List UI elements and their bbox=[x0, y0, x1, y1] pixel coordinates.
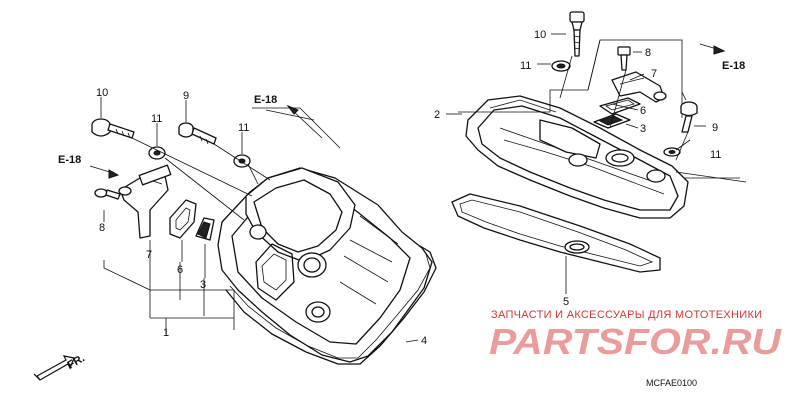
watermark-brand: PARTSFOR.RU bbox=[489, 321, 782, 362]
cylinder-head-cover-right bbox=[465, 95, 689, 219]
arrow-icon bbox=[286, 104, 323, 139]
breather-pipe-left bbox=[118, 164, 172, 239]
breather-pipe-right bbox=[611, 71, 667, 103]
label-part-7-left: 7 bbox=[146, 249, 152, 261]
label-part-4: 4 bbox=[421, 335, 427, 347]
label-part-3-right: 3 bbox=[640, 123, 646, 135]
cylinder-head-cover-left bbox=[217, 167, 433, 363]
watermark-subtitle: ЗАПЧАСТИ И АКСЕССУАРЫ ДЛЯ МОТОТЕХНИКИ bbox=[491, 309, 762, 321]
label-part-11-left-b: 11 bbox=[238, 122, 249, 134]
label-part-5: 5 bbox=[563, 296, 569, 308]
label-part-2: 2 bbox=[434, 109, 440, 121]
bolt-8-right bbox=[617, 46, 631, 71]
bolt-9-left bbox=[178, 122, 217, 145]
washer-11-right-a bbox=[551, 60, 571, 72]
label-part-6-right: 6 bbox=[640, 105, 646, 117]
leader-lines-left bbox=[100, 97, 419, 343]
seal-left bbox=[169, 199, 197, 239]
front-direction-arrow-icon bbox=[33, 355, 75, 381]
ref-e18-right: E-18 bbox=[722, 60, 745, 72]
label-part-9-right: 9 bbox=[712, 122, 718, 134]
arrow-icon bbox=[89, 165, 120, 179]
label-part-8-left: 8 bbox=[99, 222, 105, 234]
arrow-icon bbox=[699, 43, 726, 55]
cover-gasket-left bbox=[225, 245, 437, 365]
washer-11-left-a bbox=[148, 146, 166, 160]
plug-left bbox=[195, 217, 215, 241]
label-part-8-right: 8 bbox=[645, 47, 651, 59]
bolt-10-right bbox=[569, 11, 585, 57]
assembly-bracket-1 bbox=[103, 250, 235, 334]
label-part-9-left: 9 bbox=[183, 90, 189, 102]
ref-e18-left: E-18 bbox=[58, 154, 81, 166]
ref-e18-middle: E-18 bbox=[254, 94, 277, 106]
bolt-10-left bbox=[91, 118, 135, 139]
label-part-11-left-a: 11 bbox=[151, 113, 162, 125]
label-part-1: 1 bbox=[163, 327, 169, 339]
label-part-11-right-a: 11 bbox=[520, 60, 531, 72]
label-part-10-left: 10 bbox=[96, 87, 108, 99]
label-part-7-right: 7 bbox=[651, 68, 657, 80]
direction-label: FR. bbox=[66, 352, 87, 371]
label-part-10-right: 10 bbox=[534, 29, 546, 41]
diagram-code: MCFAE0100 bbox=[646, 378, 697, 388]
label-part-6-left: 6 bbox=[177, 264, 183, 276]
label-part-3-left: 3 bbox=[200, 279, 206, 291]
leader-lines-right bbox=[446, 33, 747, 294]
cover-gasket-right bbox=[451, 193, 661, 273]
washer-11-left-b bbox=[233, 154, 251, 168]
bolt-9-right bbox=[680, 101, 698, 133]
bolt-8-left bbox=[94, 188, 121, 200]
label-part-11-right-b: 11 bbox=[710, 149, 721, 161]
